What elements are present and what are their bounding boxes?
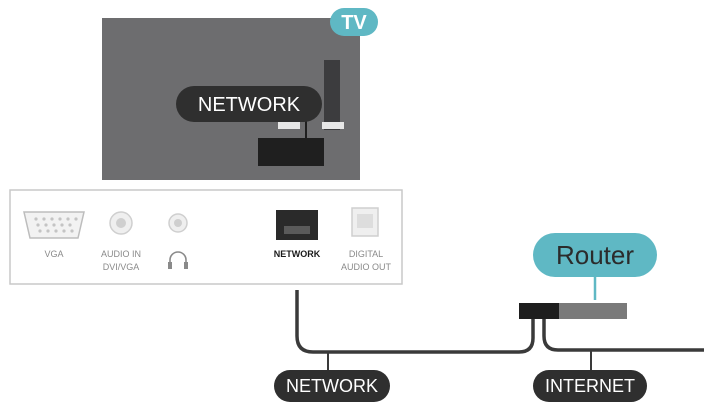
router-device [519, 303, 627, 319]
internet-cable [542, 319, 704, 352]
cable-network-badge-label: NETWORK [286, 376, 378, 396]
tv-slot-highlight [322, 122, 344, 129]
tv-network-port-block [258, 138, 324, 166]
network-port-label: NETWORK [274, 249, 321, 259]
tv-badge-label: TV [341, 12, 367, 34]
router-ports [519, 303, 559, 319]
port-panel: VGA AUDIO IN DVI/VGA NETWORK [9, 189, 403, 285]
vga-port: VGA [23, 211, 85, 259]
tv-bracket [278, 122, 300, 129]
network-cable [295, 290, 535, 354]
headphone-port [168, 213, 188, 269]
audio-in-label-line2: DVI/VGA [103, 262, 140, 272]
cable-internet-badge: INTERNET [533, 370, 647, 402]
network-port-shell [276, 210, 318, 240]
cable-internet-badge-bg [533, 370, 647, 402]
router-callout-bg [533, 233, 657, 277]
headphone-icon [168, 251, 188, 269]
tv-network-callout-label: NETWORK [198, 94, 301, 116]
cable-network-badge: NETWORK [274, 370, 390, 402]
audio-in-port: AUDIO IN DVI/VGA [101, 211, 141, 272]
audio-in-jack-core [116, 218, 126, 228]
digital-audio-label-line1: DIGITAL [349, 249, 383, 259]
cable-internet-badge-label: INTERNET [545, 376, 635, 396]
router-callout: Router [533, 233, 657, 300]
network-port: NETWORK [274, 210, 321, 259]
digital-audio-label-line2: AUDIO OUT [341, 262, 392, 272]
cable-network-badge-bg [274, 370, 390, 402]
tv-network-callout: NETWORK [176, 86, 322, 122]
network-port-pins [284, 226, 310, 234]
digital-audio-window [357, 214, 373, 228]
tv-network-callout-bg [176, 86, 322, 122]
vga-pins [34, 217, 78, 233]
tv-badge-bg [330, 8, 378, 36]
tv-badge: TV [330, 8, 378, 36]
router-callout-label: Router [556, 240, 634, 270]
digital-audio-port: DIGITAL AUDIO OUT [341, 207, 392, 272]
audio-in-label-line1: AUDIO IN [101, 249, 141, 259]
headphone-jack-core [174, 219, 182, 227]
tv-stand-slot [324, 60, 340, 130]
vga-label: VGA [44, 249, 63, 259]
cables [295, 290, 704, 372]
